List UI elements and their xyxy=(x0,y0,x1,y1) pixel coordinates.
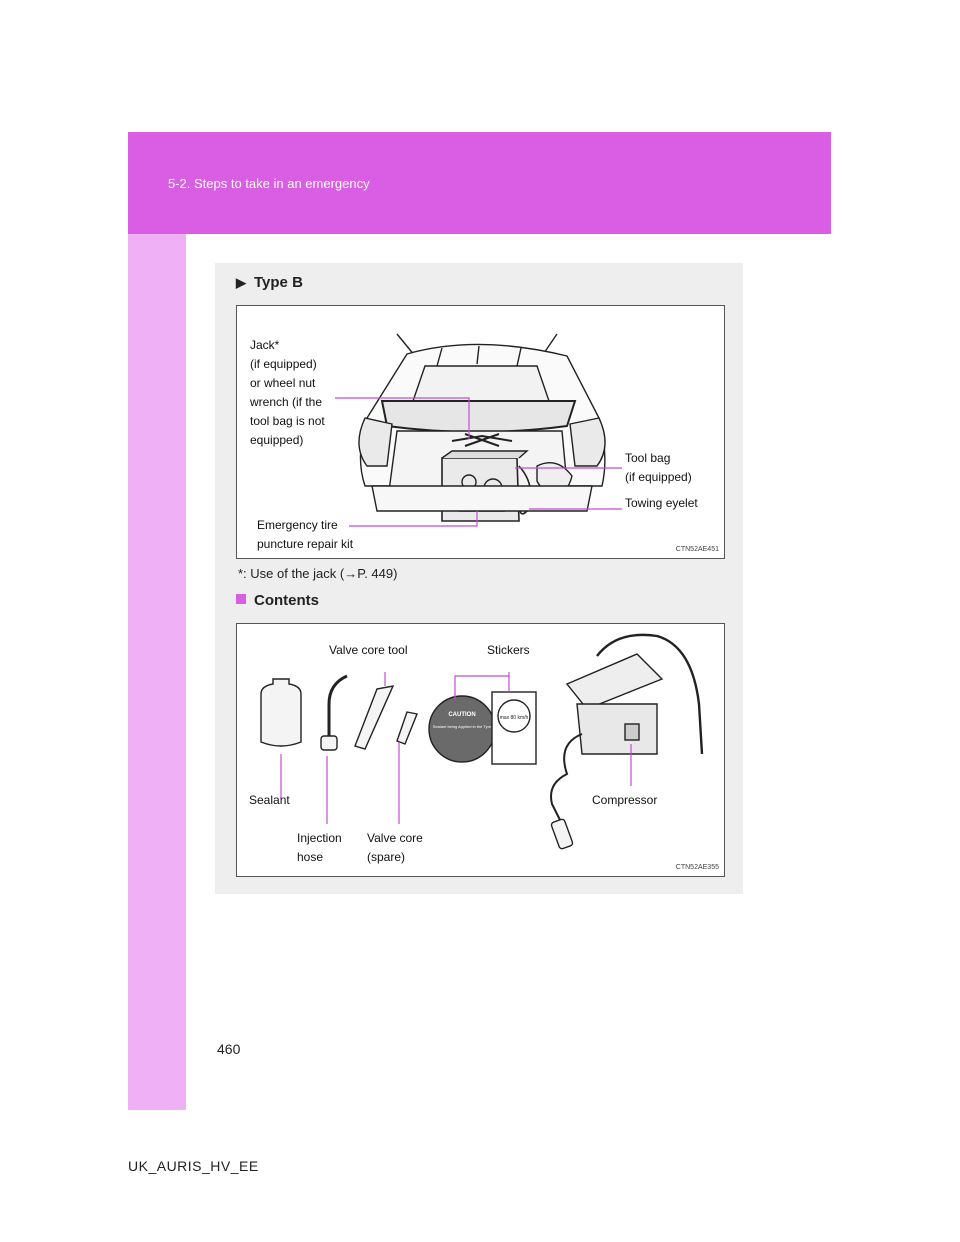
towing-eyelet-label: Towing eyelet xyxy=(625,496,698,510)
page-number: 460 xyxy=(217,1041,241,1057)
kit-contents-figure: CAUTION Sealant being Applied in the Tyr… xyxy=(236,623,725,877)
compressor-label: Compressor xyxy=(592,793,658,807)
repair-kit-label: Emergency tire puncture repair kit xyxy=(257,518,354,551)
speed-sticker-text: max 80 km/h xyxy=(500,715,529,721)
car-trunk-figure: Jack* (if equipped) or wheel nut wrench … xyxy=(236,305,725,559)
sealant-sticker-text: Sealant being Applied in the Tyre xyxy=(433,724,492,729)
caution-sticker-text: CAUTION xyxy=(448,712,475,718)
type-b-heading-text: Type B xyxy=(254,274,303,291)
tool-bag-label: Tool bag (if equipped) xyxy=(625,451,692,484)
injection-hose-label: Injection hose xyxy=(297,831,342,864)
kit-contents-illustration: CAUTION Sealant being Applied in the Tyr… xyxy=(260,633,704,850)
valve-core-label: Valve core (spare) xyxy=(367,831,423,864)
side-strip xyxy=(128,234,186,1110)
stickers-label: Stickers xyxy=(487,643,530,657)
header-bar xyxy=(128,132,831,234)
figure-code: CTN52AE355 xyxy=(675,864,719,871)
figure-code: CTN52AE451 xyxy=(675,546,719,553)
contents-heading: Contents xyxy=(236,592,319,609)
section-title: 5-2. Steps to take in an emergency xyxy=(168,176,370,191)
valve-core-tool-label: Valve core tool xyxy=(329,643,408,657)
car-trunk-illustration xyxy=(335,333,622,527)
arrow-bullet-icon: ▶ xyxy=(236,275,246,290)
square-bullet-icon xyxy=(236,594,246,605)
jack-label: Jack* (if equipped) or wheel nut wrench … xyxy=(250,338,325,447)
sealant-label: Sealant xyxy=(249,793,290,807)
contents-heading-text: Contents xyxy=(254,592,319,609)
jack-note: *: Use of the jack (→P. 449) xyxy=(238,566,398,581)
footer-code: UK_AURIS_HV_EE xyxy=(128,1158,259,1174)
type-b-heading: ▶ Type B xyxy=(236,274,303,291)
